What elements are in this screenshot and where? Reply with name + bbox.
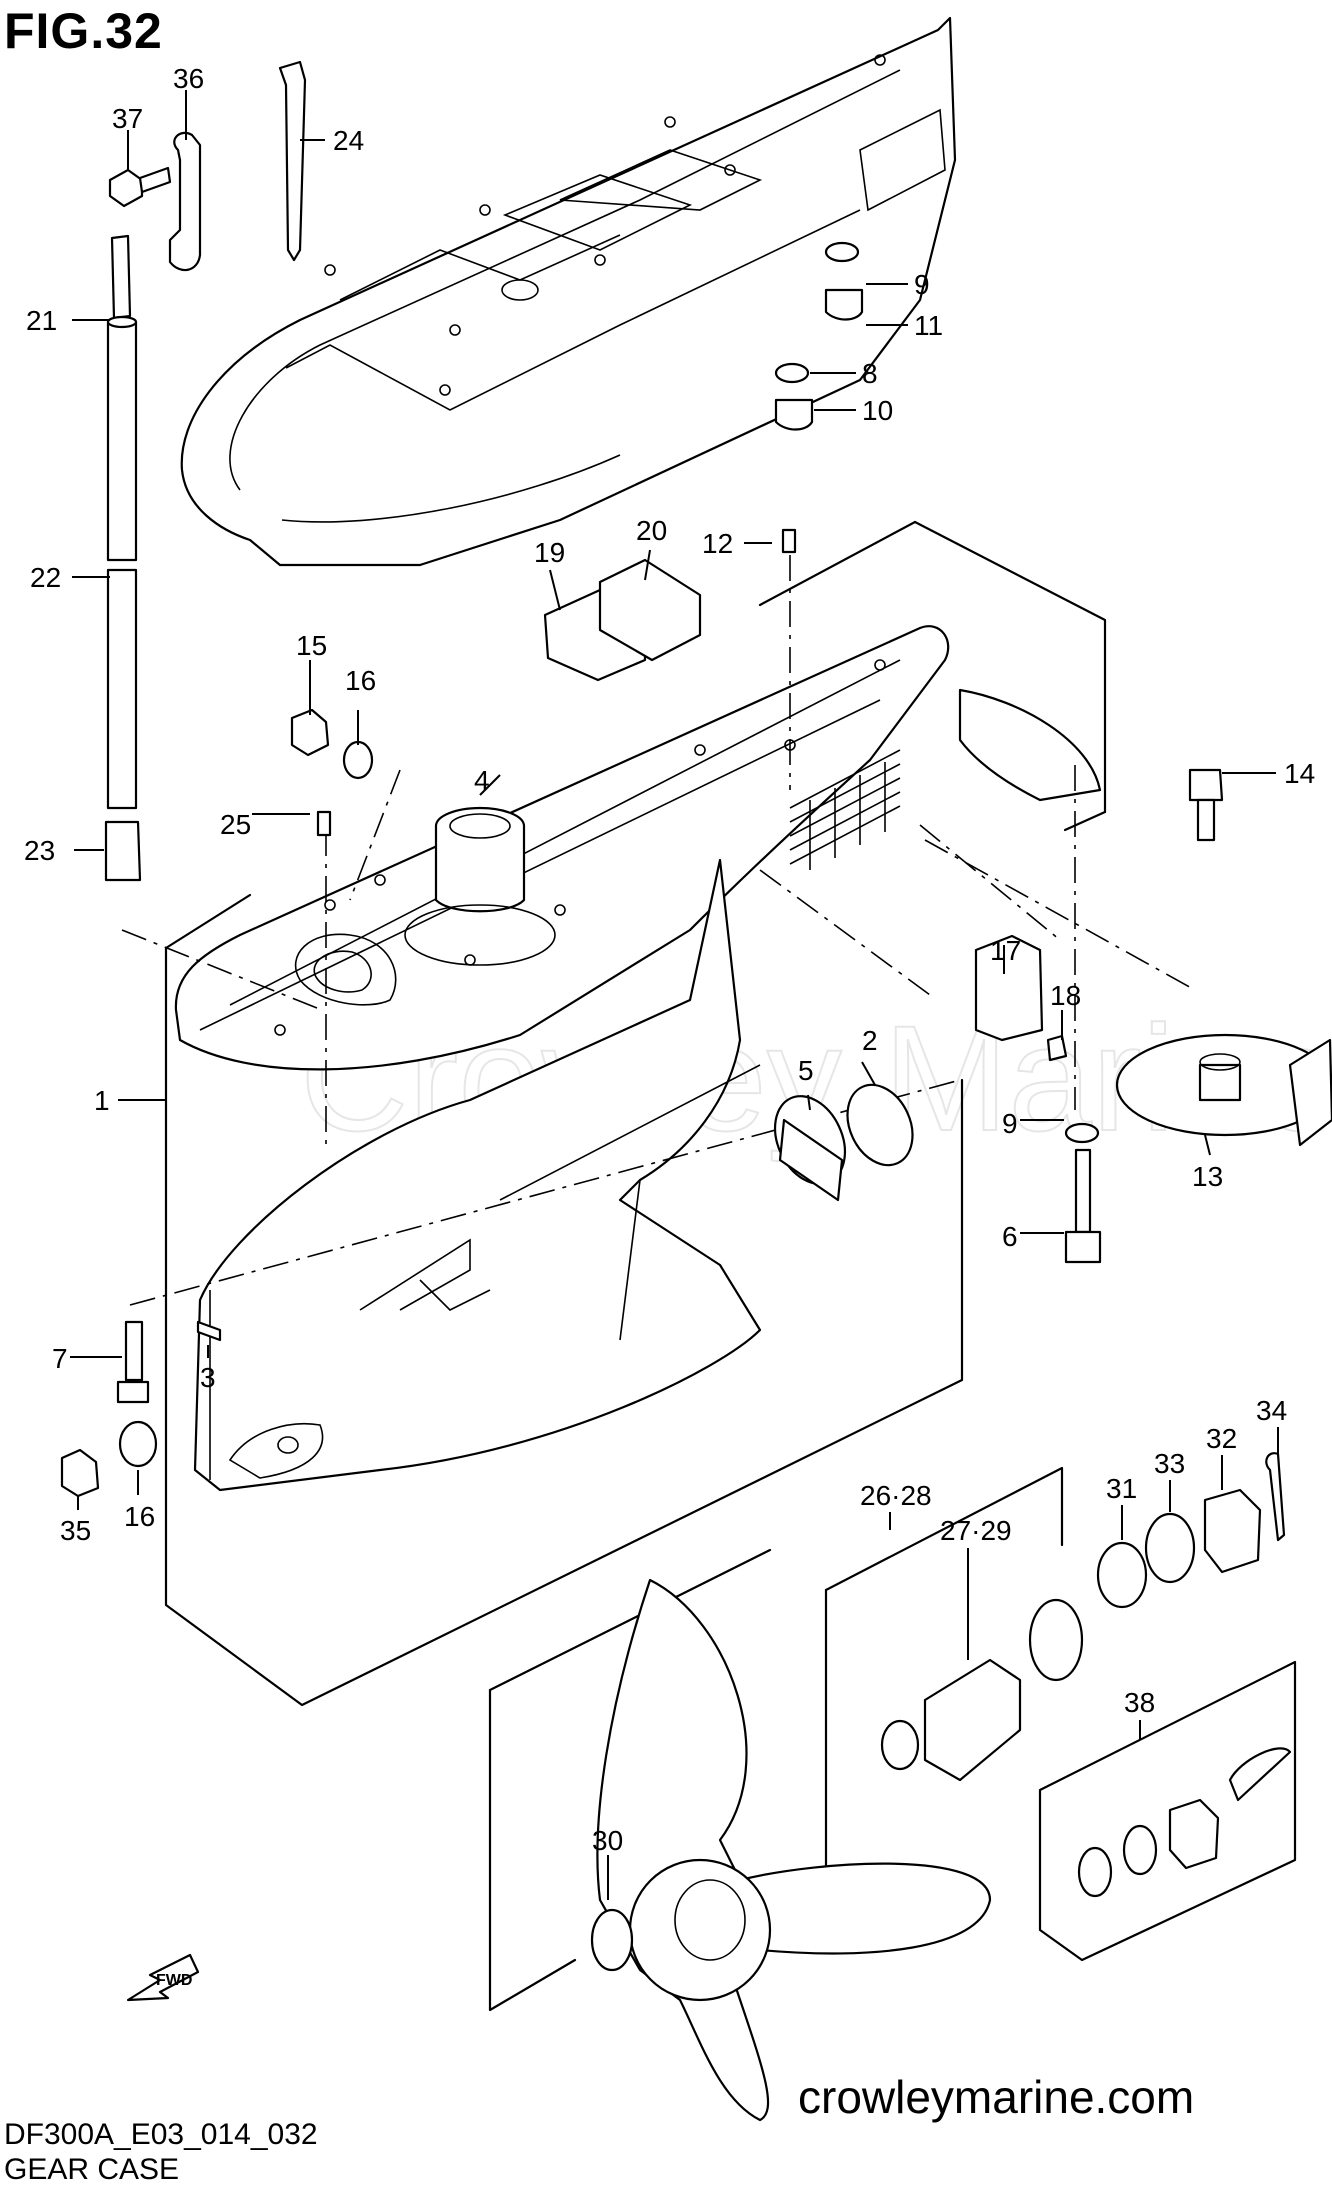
part-7-bolt <box>116 1320 150 1404</box>
part-35-plug <box>60 1448 100 1498</box>
part-8-washer <box>774 362 810 384</box>
callout-5: 5 <box>798 1055 814 1086</box>
gear-case-housing <box>174 625 950 1492</box>
part-33-washer <box>1144 1512 1196 1584</box>
fwd-arrow-icon: FWD <box>126 1953 200 2002</box>
part-11-nut <box>824 288 864 321</box>
svg-text:FWD: FWD <box>156 1972 192 1989</box>
callout-11: 11 <box>914 310 943 341</box>
upper-cover <box>180 16 957 567</box>
callout-9-lower: 9 <box>1002 1108 1018 1139</box>
part-37-bolt <box>108 166 172 208</box>
part-23-fitting <box>104 820 142 882</box>
part-22-hose <box>106 315 138 810</box>
part-16-washer-lower <box>118 1420 158 1468</box>
part-9-washer <box>824 241 860 263</box>
part-16-washer <box>342 740 374 780</box>
part-17-anode <box>974 934 1044 1042</box>
callout-17: 17 <box>990 935 1021 966</box>
callout-14: 14 <box>1284 758 1315 789</box>
callout-27-29: 27·29 <box>940 1515 1012 1546</box>
part-9-washer-lower <box>1064 1122 1100 1144</box>
propeller-hardware-frame <box>488 1466 1297 2012</box>
part-25-pin <box>316 810 332 837</box>
housing-rear-fin <box>958 688 1102 802</box>
diagram-code: DF300A_E03_014_032 <box>4 2118 318 2151</box>
gear-case-frame <box>164 520 1107 1707</box>
assembly-lines <box>121 555 1196 1306</box>
part-13-trim-tab <box>1115 1033 1332 1147</box>
part-26-28-bushing <box>923 1658 1022 1782</box>
part-27-29-washer <box>1028 1598 1084 1682</box>
callout-10: 10 <box>862 395 893 426</box>
part-32-nut <box>1203 1488 1262 1574</box>
callout-3: 3 <box>200 1362 216 1393</box>
site-url: crowleymarine.com <box>798 2071 1195 2123</box>
callout-labels: 36 37 24 21 22 9 11 8 10 12 19 20 15 16 … <box>24 63 1315 1856</box>
propeller <box>596 1578 992 2122</box>
figure-title: FIG.32 <box>4 3 163 59</box>
part-24-cable-tie <box>278 60 307 262</box>
callout-1: 1 <box>94 1085 110 1116</box>
part-38-kit <box>1077 1747 1292 1898</box>
part-5-seal-housing <box>773 1095 847 1202</box>
callout-9-top: 9 <box>914 269 930 300</box>
callout-13: 13 <box>1192 1161 1223 1192</box>
part-3-key <box>196 1320 222 1342</box>
part-18-bolt <box>1046 1034 1068 1062</box>
part-21-fitting <box>110 234 132 320</box>
callout-33: 33 <box>1154 1448 1185 1479</box>
part-26-28-cap <box>880 1719 920 1771</box>
part-14-bolt <box>1188 768 1224 842</box>
callout-21: 21 <box>26 305 57 336</box>
callout-38: 38 <box>1124 1687 1155 1718</box>
part-12-pin <box>781 528 797 554</box>
callout-32: 32 <box>1206 1423 1237 1454</box>
callout-15: 15 <box>296 630 327 661</box>
callout-16-top: 16 <box>345 665 376 696</box>
callout-8: 8 <box>862 358 878 389</box>
callout-22: 22 <box>30 562 61 593</box>
callout-4: 4 <box>474 765 490 796</box>
callout-6: 6 <box>1002 1221 1018 1252</box>
callout-7: 7 <box>52 1343 68 1374</box>
callout-16-lower: 16 <box>124 1501 155 1532</box>
callout-25: 25 <box>220 809 251 840</box>
part-15-plug <box>290 708 330 757</box>
callout-37: 37 <box>112 103 143 134</box>
part-31-spacer <box>1096 1541 1148 1609</box>
part-6-bolt <box>1064 1148 1102 1264</box>
callout-26-28: 26·28 <box>860 1480 932 1511</box>
callout-18: 18 <box>1050 980 1081 1011</box>
part-30-spacer <box>590 1908 634 1972</box>
callout-20: 20 <box>636 515 667 546</box>
part-10-nut <box>774 398 814 431</box>
callout-12: 12 <box>702 528 733 559</box>
callout-2: 2 <box>862 1025 878 1056</box>
callout-19: 19 <box>534 537 565 568</box>
part-2-o-ring <box>846 1083 914 1167</box>
part-34-cotter-pin <box>1265 1452 1286 1542</box>
diagram-name: GEAR CASE <box>4 2153 180 2186</box>
callout-30: 30 <box>592 1825 623 1856</box>
drive-shaft-bushing <box>404 806 556 966</box>
callout-31: 31 <box>1106 1473 1137 1504</box>
callout-36: 36 <box>173 63 204 94</box>
callout-34: 34 <box>1256 1395 1287 1426</box>
part-20-pad <box>598 558 702 662</box>
callout-35: 35 <box>60 1515 91 1546</box>
vent-grille <box>789 749 901 870</box>
leader-lines <box>70 90 1279 1900</box>
part-36-clip <box>168 131 202 272</box>
callout-23: 23 <box>24 835 55 866</box>
callout-24: 24 <box>333 125 364 156</box>
